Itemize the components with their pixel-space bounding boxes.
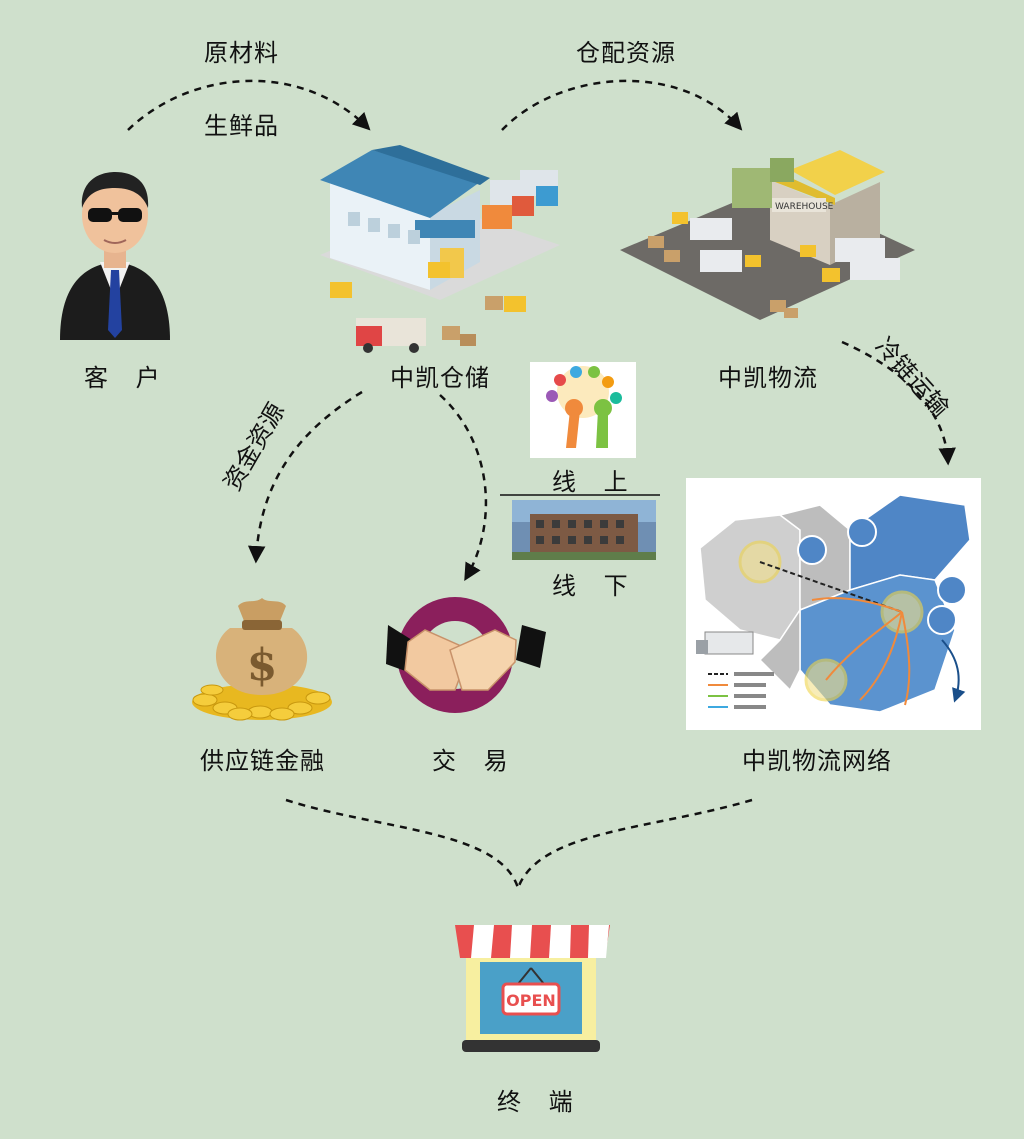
arrow-finance-to-terminal bbox=[285, 798, 520, 889]
customer-avatar bbox=[60, 172, 170, 340]
label-offline: 线 下 bbox=[552, 572, 638, 600]
online-image bbox=[530, 362, 636, 458]
label-customer: 客 户 bbox=[84, 364, 170, 392]
arrows bbox=[127, 79, 956, 889]
warehouse-sign: WAREHOUSE bbox=[775, 202, 834, 212]
label-fresh-products: 生鲜品 bbox=[204, 112, 279, 140]
logistics-hub-illustration: WAREHOUSE bbox=[620, 150, 915, 320]
warehouse-illustration bbox=[320, 145, 560, 353]
store-icon: OPEN bbox=[455, 925, 610, 1052]
label-warehouse-resources: 仓配资源 bbox=[576, 39, 676, 67]
open-sign-text: OPEN bbox=[506, 991, 556, 1010]
awning bbox=[455, 925, 610, 958]
label-terminal: 终 端 bbox=[497, 1088, 583, 1116]
label-trade: 交 易 bbox=[432, 747, 518, 775]
label-supply-chain-finance: 供应链金融 bbox=[200, 747, 325, 775]
label-logistics: 中凯物流 bbox=[718, 364, 818, 392]
label-online: 线 上 bbox=[552, 468, 638, 496]
label-warehouse: 中凯仓储 bbox=[390, 364, 490, 392]
arrow-customer-to-warehouse bbox=[127, 79, 371, 131]
label-logistics-network: 中凯物流网络 bbox=[742, 747, 892, 775]
online-offline-panel bbox=[500, 362, 660, 560]
money-symbol: $ bbox=[247, 640, 278, 691]
open-sign bbox=[501, 982, 561, 1016]
arrow-warehouse-to-logistics bbox=[501, 79, 743, 131]
arrow-warehouse-to-finance bbox=[247, 390, 363, 564]
arrow-logistics-to-network bbox=[841, 340, 956, 466]
label-raw-materials: 原材料 bbox=[204, 39, 279, 67]
money-bag-icon: $ bbox=[192, 598, 332, 721]
arrow-network-to-terminal bbox=[516, 798, 753, 889]
handshake-icon bbox=[386, 597, 546, 713]
logistics-network-map bbox=[686, 478, 981, 730]
arrow-warehouse-to-trade bbox=[439, 394, 488, 582]
